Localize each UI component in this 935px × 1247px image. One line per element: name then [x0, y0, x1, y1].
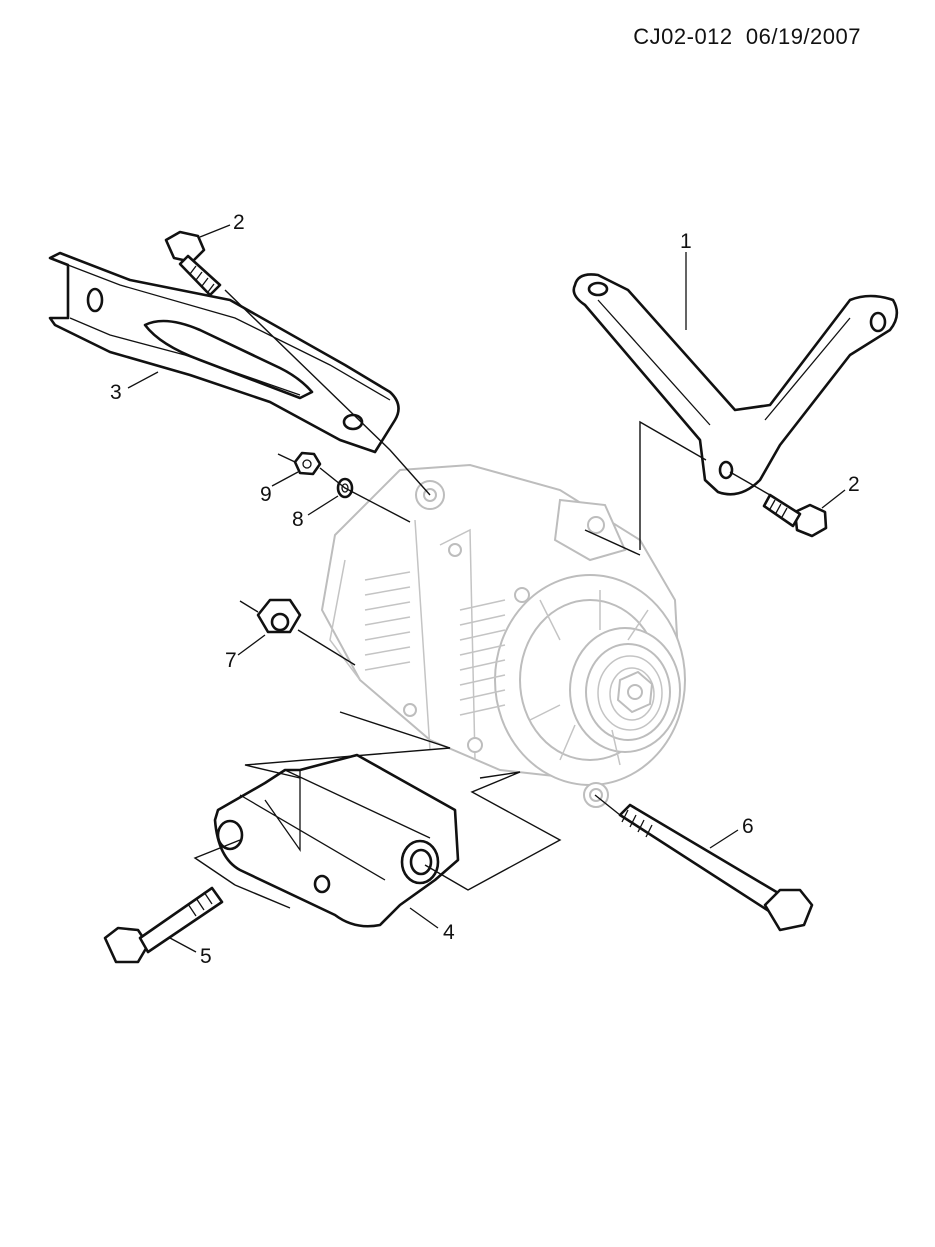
bolt-2-upper-left	[164, 230, 222, 297]
bolt-5	[103, 886, 224, 964]
callout-3: 3	[110, 381, 122, 404]
callout-labels: 1 2 2 3 4 5 6 7 8 9	[110, 211, 860, 968]
alternator	[320, 463, 686, 808]
nut-7	[256, 598, 302, 634]
callout-8: 8	[292, 508, 304, 531]
nut-9	[293, 451, 322, 476]
callout-2-upper: 2	[233, 211, 245, 234]
bracket-3	[48, 251, 400, 454]
bolt-6	[618, 803, 814, 932]
mount-block-4	[213, 753, 460, 928]
bolt-2-right	[762, 493, 828, 538]
callout-1: 1	[680, 230, 692, 253]
callout-4: 4	[443, 921, 455, 944]
callout-5: 5	[200, 945, 212, 968]
bracket-1	[572, 273, 899, 496]
callout-6: 6	[742, 815, 754, 838]
callout-2-lower: 2	[848, 473, 860, 496]
callout-7: 7	[225, 649, 237, 672]
drawing-code: CJ02-012 06/19/2007	[633, 24, 861, 49]
assembly-leaders	[193, 289, 771, 909]
callout-9: 9	[260, 483, 272, 506]
